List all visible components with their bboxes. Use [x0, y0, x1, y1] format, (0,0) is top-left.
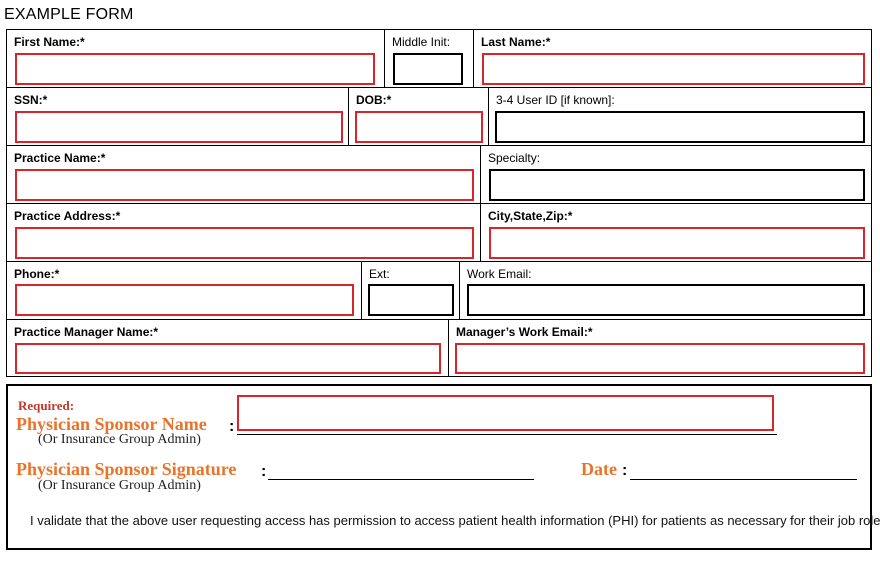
sponsor-name-input[interactable]	[237, 395, 774, 431]
practice-address-cell: Practice Address:*	[7, 204, 481, 262]
middle-init-input[interactable]	[393, 53, 463, 85]
phone-cell: Phone:*	[7, 262, 362, 320]
user-id-input[interactable]	[495, 111, 865, 143]
user-info-form: First Name:* Middle Init: Last Name:* SS…	[6, 29, 872, 377]
work-email-label: Work Email:	[467, 267, 532, 281]
dob-label: DOB:*	[356, 93, 392, 107]
dob-input[interactable]	[355, 111, 483, 143]
last-name-cell: Last Name:*	[474, 30, 871, 88]
ext-cell: Ext:	[362, 262, 460, 320]
first-name-cell: First Name:*	[7, 30, 385, 88]
city-state-zip-input[interactable]	[489, 227, 865, 259]
validation-statement: I validate that the above user requestin…	[30, 513, 880, 528]
phone-input[interactable]	[15, 284, 354, 316]
city-state-zip-label: City,State,Zip:*	[488, 209, 573, 223]
date-line[interactable]	[630, 479, 857, 480]
ssn-input[interactable]	[15, 111, 343, 143]
sponsor-name-underline	[237, 434, 777, 435]
sponsor-name-sub: (Or Insurance Group Admin)	[38, 432, 201, 447]
middle-init-cell: Middle Init:	[385, 30, 474, 88]
form-title: EXAMPLE FORM	[4, 6, 134, 23]
required-label: Required:	[18, 398, 75, 413]
practice-address-input[interactable]	[15, 227, 474, 259]
user-id-label: 3-4 User ID [if known]:	[496, 93, 615, 107]
ssn-cell: SSN:*	[7, 88, 349, 146]
specialty-label: Specialty:	[488, 151, 541, 165]
sponsor-signature-sub: (Or Insurance Group Admin)	[38, 478, 201, 493]
work-email-input[interactable]	[467, 284, 865, 316]
ssn-label: SSN:*	[14, 93, 48, 107]
first-name-label: First Name:*	[14, 35, 85, 49]
date-label: Date	[581, 459, 617, 479]
manager-name-cell: Practice Manager Name:*	[7, 320, 449, 376]
practice-name-input[interactable]	[15, 169, 474, 201]
ext-label: Ext:	[369, 267, 390, 281]
sponsor-signature-colon: :	[261, 463, 267, 480]
last-name-input[interactable]	[482, 53, 865, 85]
work-email-cell: Work Email:	[460, 262, 871, 320]
sponsor-signature-label: Physician Sponsor Signature	[16, 459, 237, 479]
last-name-label: Last Name:*	[481, 35, 551, 49]
manager-name-label: Practice Manager Name:*	[14, 325, 159, 339]
dob-cell: DOB:*	[349, 88, 489, 146]
practice-address-label: Practice Address:*	[14, 209, 121, 223]
user-id-cell: 3-4 User ID [if known]:	[489, 88, 871, 146]
city-state-zip-cell: City,State,Zip:*	[481, 204, 871, 262]
sponsor-signature-line[interactable]	[268, 479, 534, 480]
phone-label: Phone:*	[14, 267, 60, 281]
sponsor-name-colon: :	[229, 418, 235, 435]
date-colon: :	[622, 462, 628, 479]
manager-email-input[interactable]	[455, 343, 865, 374]
specialty-cell: Specialty:	[481, 146, 871, 204]
manager-email-cell: Manager’s Work Email:*	[449, 320, 871, 376]
practice-name-cell: Practice Name:*	[7, 146, 481, 204]
specialty-input[interactable]	[489, 169, 865, 201]
sponsor-section: Required: Physician Sponsor Name : (Or I…	[6, 384, 880, 550]
ext-input[interactable]	[368, 284, 454, 316]
manager-email-label: Manager’s Work Email:*	[456, 325, 593, 339]
middle-init-label: Middle Init:	[392, 35, 451, 49]
practice-name-label: Practice Name:*	[14, 151, 106, 165]
sponsor-name-label: Physician Sponsor Name	[16, 414, 207, 434]
manager-name-input[interactable]	[15, 343, 441, 374]
first-name-input[interactable]	[15, 53, 375, 85]
